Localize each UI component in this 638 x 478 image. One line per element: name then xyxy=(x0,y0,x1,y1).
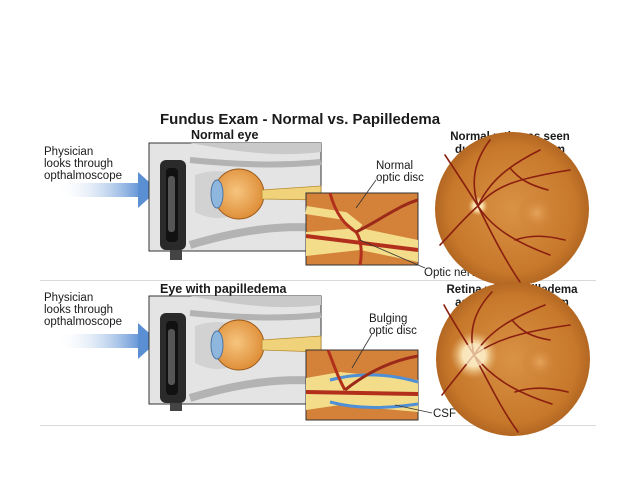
top-ophthalmoscope-icon xyxy=(160,160,186,260)
top-disc-callout-line-2: optic disc xyxy=(376,172,424,184)
top-side-text: Physician looks through opthalmoscope xyxy=(44,146,122,182)
top-eye-label: Normal eye xyxy=(191,128,259,142)
bottom-ophthalmoscope-icon xyxy=(160,313,186,411)
diagram-title: Fundus Exam - Normal vs. Papilledema xyxy=(160,111,441,128)
bottom-arrow-icon xyxy=(60,323,158,359)
bottom-retina-image xyxy=(436,282,590,436)
top-optic-disc-zoom xyxy=(305,179,426,269)
bottom-optic-disc-zoom xyxy=(305,333,433,421)
row-divider xyxy=(40,280,596,281)
bottom-side-line-1: Physician xyxy=(44,292,94,304)
bottom-eye-label: Eye with papilledema xyxy=(160,282,287,296)
bottom-side-line-2: looks through xyxy=(44,304,114,316)
top-side-line-3: opthalmoscope xyxy=(44,170,122,182)
top-arrow-icon xyxy=(60,172,158,208)
top-retina-image xyxy=(435,132,589,286)
bottom-csf-callout: CSF xyxy=(433,408,456,420)
bottom-side-line-3: opthalmoscope xyxy=(44,316,122,328)
bottom-disc-callout-line-1: Bulging xyxy=(369,313,408,325)
top-side-line-1: Physician xyxy=(44,146,94,158)
bottom-divider xyxy=(40,425,596,426)
top-disc-callout: Normal optic disc xyxy=(376,160,424,184)
top-disc-callout-line-1: Normal xyxy=(376,160,414,172)
bottom-side-text: Physician looks through opthalmoscope xyxy=(44,292,122,328)
bottom-disc-callout-line-2: optic disc xyxy=(369,325,417,337)
top-side-line-2: looks through xyxy=(44,158,114,170)
bottom-disc-callout: Bulging optic disc xyxy=(369,313,417,337)
